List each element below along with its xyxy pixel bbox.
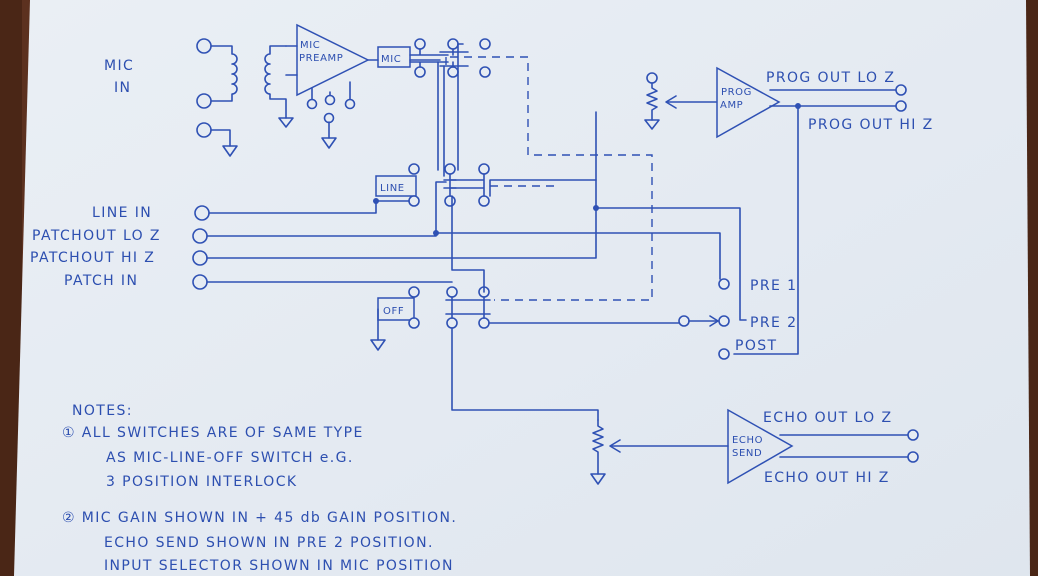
- prog-amp-block: PROG AMP PROG OUT LO Z PROG OUT HI Z: [716, 66, 934, 355]
- mic-in-section: MIC IN: [104, 38, 294, 157]
- mic-in-label-line2: IN: [114, 80, 131, 96]
- gain-tap-3: [344, 98, 356, 110]
- pre2-terminal: [718, 315, 730, 327]
- note1-line3: 3 POSITION INTERLOCK: [106, 474, 297, 490]
- line-in-terminal: [194, 205, 210, 221]
- echo-out-lo-z-label: ECHO OUT LO Z: [763, 410, 892, 426]
- echo-send-block: ECHO SEND ECHO OUT LO Z ECHO OUT HI Z: [727, 408, 919, 486]
- ground-symbol-off: [370, 339, 386, 351]
- echo-selector: PRE 1 PRE 2 POST: [718, 278, 797, 360]
- mic-ground-wire: [210, 129, 231, 147]
- mic-switch: MIC: [377, 38, 491, 78]
- prog-out-hi-z-label: PROG OUT HI Z: [808, 117, 934, 133]
- off-switch-label: OFF: [383, 306, 404, 317]
- mic-switch-label-box: [377, 46, 411, 68]
- prog-level-pot: [644, 72, 717, 130]
- post-label: POST: [735, 338, 778, 354]
- patch-out-hi-z-label: PATCHOUT HI Z: [30, 250, 155, 266]
- echo-send-label-1: ECHO: [732, 435, 763, 446]
- patch-inputs: LINE IN PATCHOUT LO Z PATCHOUT HI Z PATC…: [30, 205, 210, 290]
- prog-out-hi-z-terminal: [895, 100, 907, 112]
- note1-line2: AS MIC-LINE-OFF SWITCH e.G.: [106, 450, 354, 466]
- patch-in-terminal: [192, 274, 208, 290]
- note2-line2: ECHO SEND SHOWN IN PRE 2 POSITION.: [104, 535, 434, 551]
- mic-preamp-triangle: [296, 23, 370, 97]
- patch-out-lo-z-terminal: [192, 228, 208, 244]
- wiring: [206, 43, 747, 421]
- ground-symbol-mic: [222, 145, 238, 157]
- prog-amp-label-2: AMP: [720, 100, 743, 111]
- patch-in-label: PATCH IN: [64, 273, 138, 289]
- mic-preamp-label-2: PREAMP: [299, 53, 343, 64]
- mic-preamp-label-1: MIC: [300, 40, 320, 51]
- echo-out-hi-z-label: ECHO OUT HI Z: [764, 470, 890, 486]
- mic-switch-label: MIC: [381, 54, 401, 65]
- patch-out-hi-z-terminal: [192, 250, 208, 266]
- echo-send-triangle: [727, 408, 794, 485]
- pre2-label: PRE 2: [750, 315, 797, 331]
- switch-interlock-dashed: [445, 56, 653, 301]
- notes-section: NOTES: ① ALL SWITCHES ARE OF SAME TYPE A…: [62, 403, 457, 574]
- ground-symbol-secondary: [278, 117, 294, 128]
- note2-line1: ② MIC GAIN SHOWN IN + 45 db GAIN POSITIO…: [62, 510, 457, 526]
- notes-heading: NOTES:: [72, 403, 133, 419]
- note1-line1: ① ALL SWITCHES ARE OF SAME TYPE: [62, 425, 364, 441]
- transformer-secondary: [264, 45, 287, 119]
- pre1-label: PRE 1: [750, 278, 797, 294]
- table-edge-left: [0, 0, 22, 576]
- echo-send-label-2: SEND: [732, 448, 762, 459]
- ground-symbol-gain: [321, 137, 337, 149]
- patch-out-lo-z-label: PATCHOUT LO Z: [32, 228, 161, 244]
- gain-tap-1: [306, 98, 318, 110]
- post-terminal: [718, 348, 730, 360]
- mic-preamp-block: MIC PREAMP: [285, 23, 379, 149]
- echo-out-lo-z-terminal: [907, 429, 919, 441]
- prog-amp-label-1: PROG: [721, 87, 752, 98]
- prog-out-lo-z-label: PROG OUT LO Z: [766, 70, 895, 86]
- line-switch-label: LINE: [380, 183, 405, 194]
- prog-amp-triangle: [716, 66, 781, 139]
- pre2-junction-terminal: [678, 315, 690, 327]
- mic-in-terminal-ground: [196, 122, 212, 138]
- line-switch: LINE: [375, 163, 490, 207]
- mic-in-terminal-2: [196, 93, 212, 109]
- mic-in-label-line1: MIC: [104, 58, 134, 74]
- pre1-terminal: [718, 278, 730, 290]
- gain-tap-2: [324, 94, 336, 106]
- paper-sheet: [14, 0, 1030, 576]
- prog-out-lo-z-terminal: [895, 84, 907, 96]
- line-switch-label-box: [375, 175, 417, 197]
- gain-wiper-terminal: [323, 112, 335, 124]
- echo-out-hi-z-terminal: [907, 451, 919, 463]
- note2-line3: INPUT SELECTOR SHOWN IN MIC POSITION: [104, 558, 454, 574]
- transformer-primary: [210, 45, 238, 102]
- line-in-label: LINE IN: [92, 205, 152, 221]
- mic-in-terminal-1: [196, 38, 212, 54]
- echo-level-pot: [590, 419, 729, 485]
